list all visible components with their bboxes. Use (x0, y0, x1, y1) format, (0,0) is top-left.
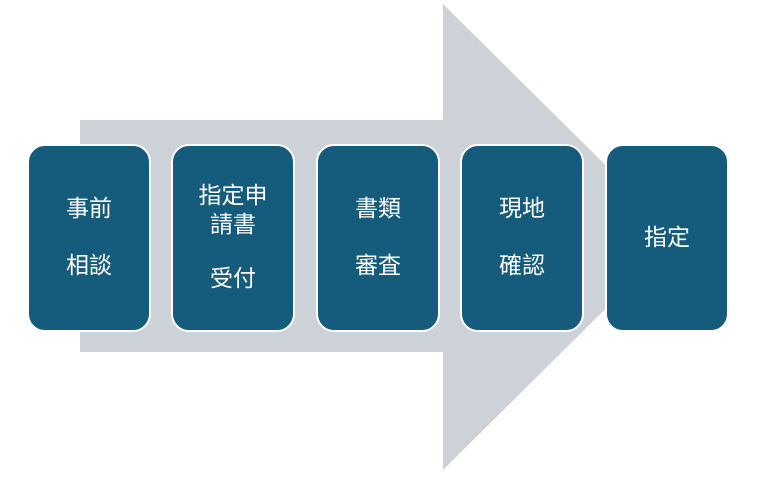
step-label-line: 請書 (210, 211, 256, 238)
step-document-review: 書類 審査 (316, 144, 440, 332)
step-label-line: 現地 (499, 196, 545, 223)
step-label-line: 指定 (644, 224, 690, 251)
step-application-receipt: 指定申 請書 受付 (171, 144, 295, 332)
step-label-line: 指定申 (198, 182, 268, 209)
step-label-line: 審査 (355, 253, 401, 279)
step-label-line: 確認 (499, 253, 545, 279)
step-designation: 指定 (605, 144, 729, 332)
step-pre-consultation: 事前 相談 (27, 144, 151, 332)
step-label-line: 書類 (355, 196, 401, 223)
step-label-line: 事前 (66, 196, 112, 223)
step-site-inspection: 現地 確認 (460, 144, 584, 332)
step-label-line: 相談 (66, 253, 112, 279)
step-label-line: 受付 (210, 266, 256, 293)
